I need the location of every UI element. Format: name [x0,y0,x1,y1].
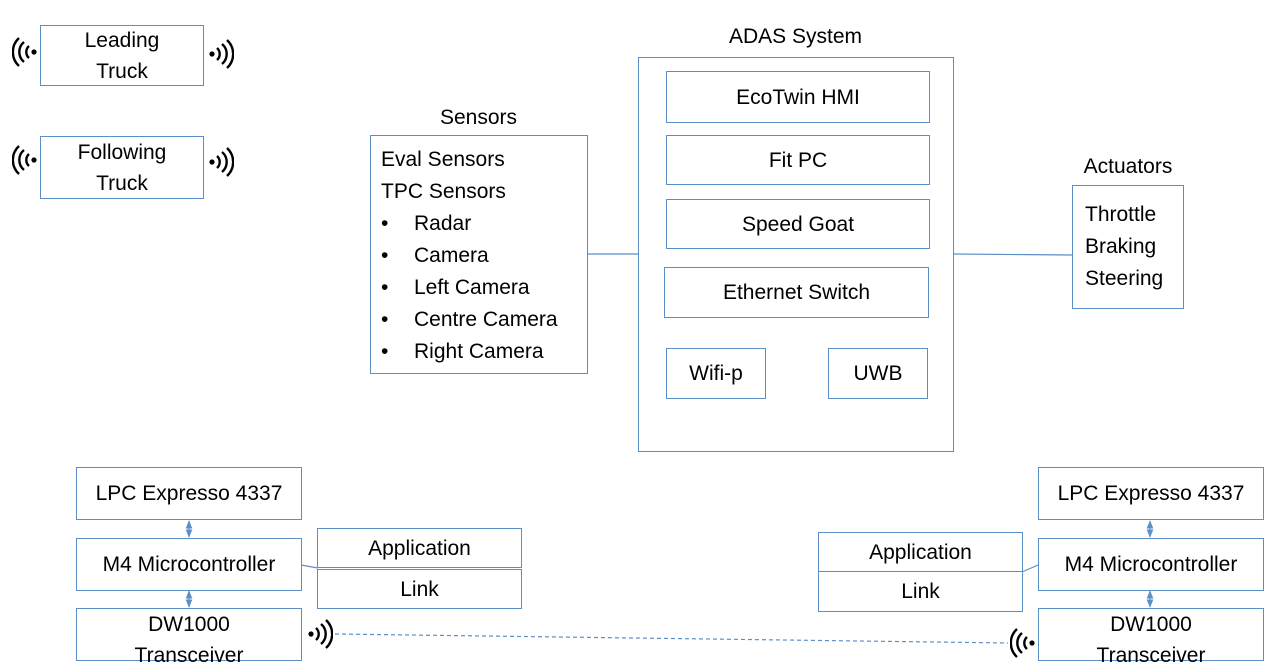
sensor-list-item: •Left Camera [381,276,530,299]
ethernet-switch-box: Ethernet Switch [664,267,929,318]
wireless-signal-right-icon [209,39,234,69]
right-link-box: Link [818,571,1023,612]
wireless-signal-right-icon [209,147,234,177]
fit-pc-box: Fit PC [666,135,930,185]
sensor-list: •Radar •Camera •Left Camera •Centre Came… [381,208,587,368]
wifi-p-box: Wifi-p [666,348,766,399]
wireless-signal-right-icon [308,619,333,649]
sensor-list-item: •Radar [381,212,472,235]
speed-goat-box: Speed Goat [666,199,930,249]
right-m4-stack-line [1021,564,1039,573]
leading-truck-line1: Leading [84,28,160,52]
right-m4-microcontroller-box: M4 Microcontroller [1038,538,1264,591]
adas-to-actuators-line [952,253,1073,256]
sensor-list-item: •Centre Camera [381,308,558,331]
tpc-sensors-label: TPC Sensors [381,180,506,203]
left-application-box: Application [317,528,522,568]
left-m4-stack-line [300,564,319,569]
wireless-signal-left-icon [12,145,37,175]
right-dw1000-box: DW1000 Transceiver [1038,608,1264,667]
following-truck-box: Following Truck [40,136,204,199]
actuators-title: Actuators [1083,155,1173,178]
leading-truck-box: Leading Truck [40,25,204,86]
right-application-box: Application [818,532,1023,572]
right-dw1000-line2: Transceiver [1096,644,1206,667]
actuator-item: Throttle [1085,203,1157,226]
left-dw1000-line1: DW1000 [148,613,230,636]
wireless-signal-left-icon [12,37,37,67]
right-lpc-expresso-box: LPC Expresso 4337 [1038,467,1264,520]
right-dw1000-line1: DW1000 [1110,613,1192,636]
left-dw1000-line2: Transceiver [134,644,244,667]
left-lpc-expresso-box: LPC Expresso 4337 [76,467,302,520]
left-link-box: Link [317,569,522,609]
sensors-title: Sensors [439,106,518,129]
uwb-wireless-link [334,633,1009,644]
sensor-list-item: •Camera [381,244,489,267]
uwb-box: UWB [828,348,928,399]
leading-truck-line2: Truck [96,59,148,83]
actuators-box: Throttle Braking Steering [1072,185,1184,309]
actuator-item: Braking [1085,235,1157,258]
actuator-item: Steering [1085,267,1164,290]
left-m4-microcontroller-box: M4 Microcontroller [76,538,302,591]
ecotwin-hmi-box: EcoTwin HMI [666,71,930,123]
sensors-box: Eval Sensors TPC Sensors •Radar •Camera … [370,135,588,374]
following-truck-line1: Following [77,140,167,164]
sensor-list-item: •Right Camera [381,340,544,363]
eval-sensors-label: Eval Sensors [381,148,505,171]
adas-title: ADAS System [728,25,863,48]
following-truck-line2: Truck [96,171,148,195]
wireless-signal-left-icon [1010,628,1035,658]
left-dw1000-box: DW1000 Transceiver [76,608,302,667]
